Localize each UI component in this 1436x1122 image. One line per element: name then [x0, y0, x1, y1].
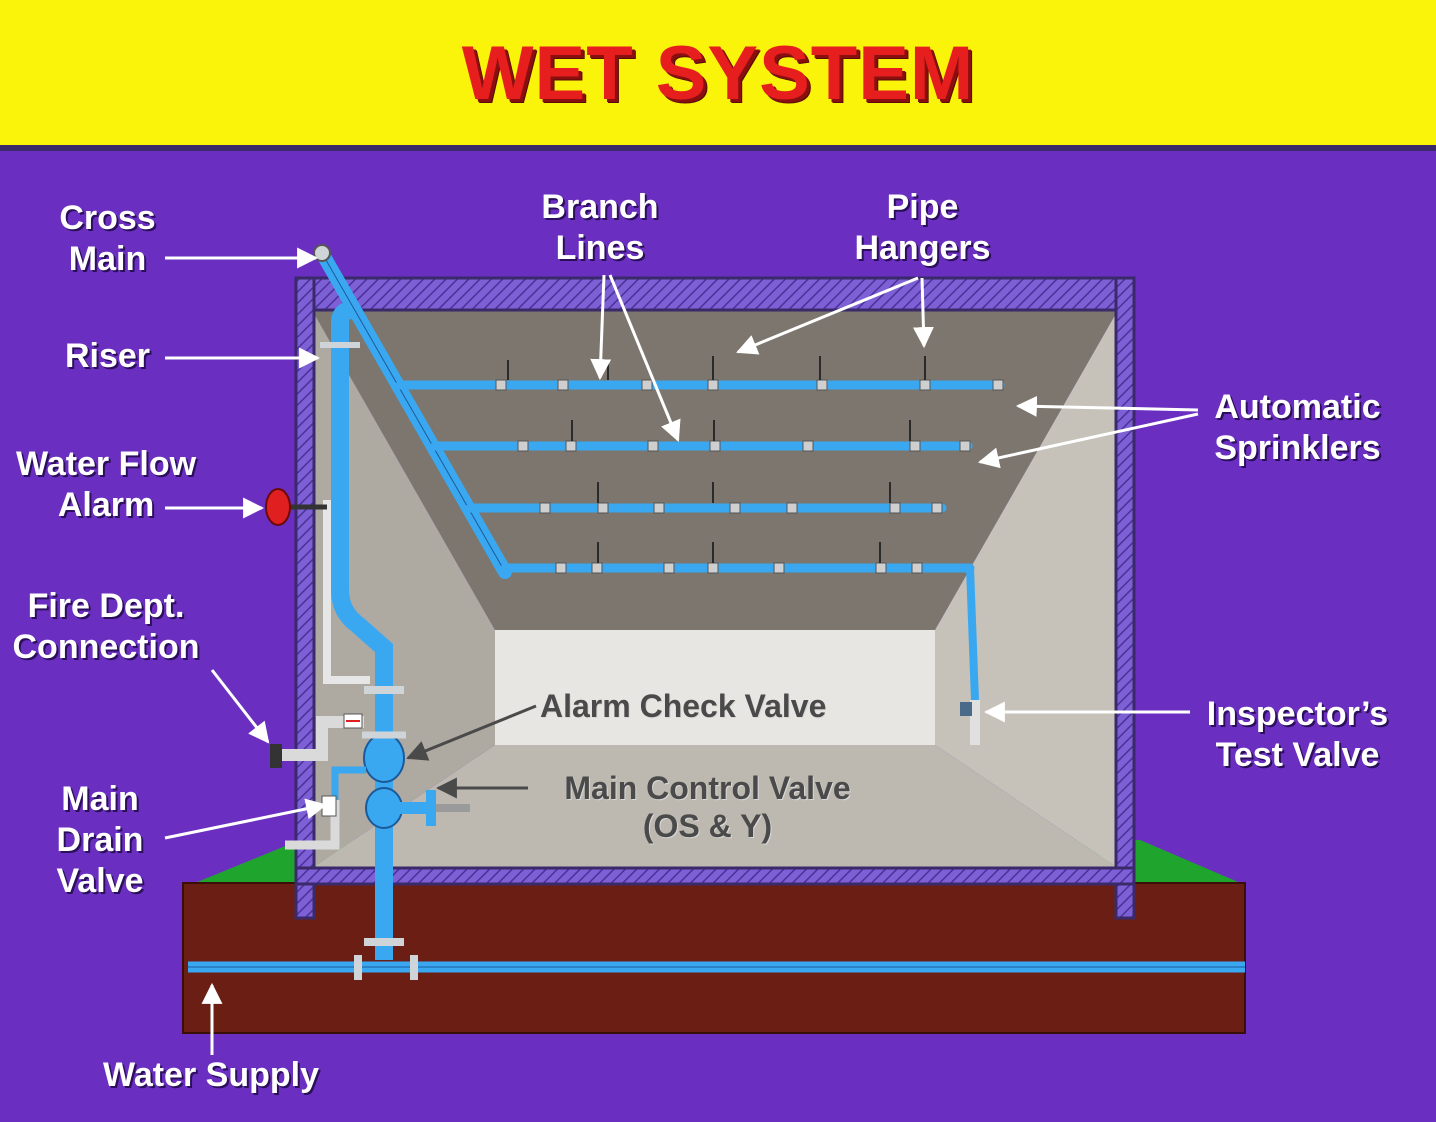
label-inspectors-test-valve: Inspector’s Test Valve — [1190, 694, 1405, 776]
label-automatic-sprinklers: Automatic Sprinklers — [1195, 387, 1400, 469]
label-water-flow-alarm: Water Flow Alarm — [0, 444, 212, 526]
left-wall-section — [296, 278, 314, 918]
inspector-test-valve — [960, 702, 972, 716]
water-flow-alarm-bell — [266, 489, 290, 525]
label-riser: Riser — [40, 336, 175, 377]
arrow-hanger-2 — [922, 278, 924, 346]
label-alarm-check-valve: Alarm Check Valve — [540, 687, 890, 725]
label-branch-lines: Branch Lines — [520, 187, 680, 269]
ground-block — [183, 883, 1245, 1033]
fire-dept-connection-inlet — [270, 744, 282, 768]
label-cross-main: Cross Main — [40, 198, 175, 280]
label-fire-dept-connection: Fire Dept. Connection — [0, 586, 212, 668]
inspector-test-drop — [970, 568, 975, 700]
label-water-supply: Water Supply — [80, 1055, 342, 1096]
roof-slab — [296, 278, 1134, 310]
arrow-fire-dept — [212, 670, 268, 742]
label-main-drain-valve: Main Drain Valve — [30, 779, 170, 902]
right-wall-section — [1116, 278, 1134, 918]
label-main-control-valve: Main Control Valve (OS & Y) — [530, 769, 885, 845]
label-pipe-hangers: Pipe Hangers — [835, 187, 1010, 269]
floor-slab — [296, 868, 1134, 884]
alarm-check-valve — [364, 734, 404, 782]
main-control-valve — [366, 788, 402, 828]
